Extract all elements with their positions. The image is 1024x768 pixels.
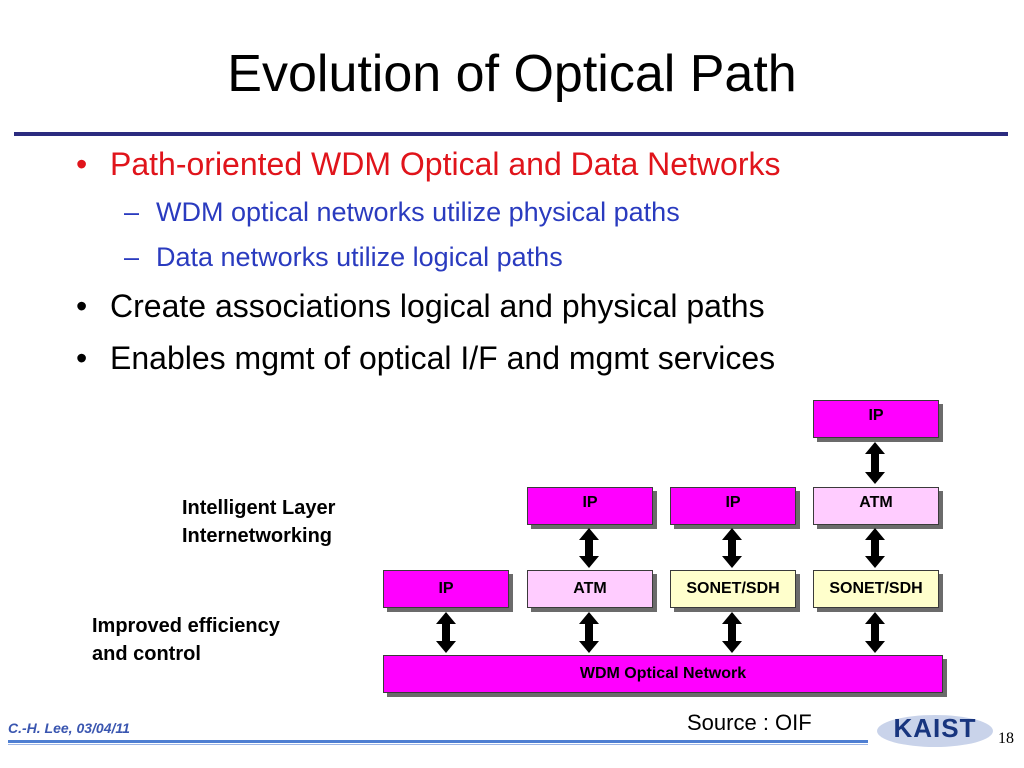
double-arrow-icon: [436, 612, 456, 653]
wdm-optical-network-box: WDM Optical Network: [383, 655, 943, 693]
bullet-text: Create associations logical and physical…: [110, 288, 765, 324]
col1-ip-box: IP: [383, 570, 509, 608]
intelligent-layer-line1: Intelligent Layer: [182, 497, 336, 519]
col3-top-ip-box: IP: [670, 487, 796, 525]
intelligent-layer-line2: Internetworking: [182, 525, 333, 547]
sub-bullet-text: Data networks utilize logical paths: [156, 242, 563, 272]
double-arrow-icon: [865, 528, 885, 568]
double-arrow-icon: [722, 612, 742, 653]
improved-efficiency-line1: Improved efficiency: [92, 615, 280, 637]
double-arrow-icon: [865, 442, 885, 484]
double-arrow-icon: [722, 528, 742, 568]
page-number: 18: [998, 730, 1014, 747]
title-divider: [14, 132, 1008, 136]
col4-atm-box: ATM: [813, 487, 939, 525]
source-credit: Source : OIF: [687, 710, 812, 735]
kaist-logo-text: KAIST: [894, 713, 977, 743]
bullet-text: Enables mgmt of optical I/F and mgmt ser…: [110, 340, 776, 376]
slide-title: Evolution of Optical Path: [227, 45, 797, 103]
improved-efficiency-label: Improved efficiency and control: [92, 612, 280, 668]
footer-rule: [8, 740, 868, 743]
footer-author: C.-H. Lee, 03/04/11: [8, 720, 130, 736]
col2-atm-box: ATM: [527, 570, 653, 608]
double-arrow-icon: [865, 612, 885, 653]
intelligent-layer-label: Intelligent Layer Internetworking: [182, 494, 335, 550]
sub-bullet-text: WDM optical networks utilize physical pa…: [156, 197, 680, 227]
col4-top-ip-box: IP: [813, 400, 939, 438]
double-arrow-icon: [579, 528, 599, 568]
col2-top-ip-box: IP: [527, 487, 653, 525]
double-arrow-icon: [579, 612, 599, 653]
sub-bullet-marker: –: [124, 242, 140, 272]
sub-bullet-marker: –: [124, 197, 140, 227]
kaist-logo: KAIST: [877, 713, 993, 747]
col3-sonet-box: SONET/SDH: [670, 570, 796, 608]
col4-sonet-box: SONET/SDH: [813, 570, 939, 608]
improved-efficiency-line2: and control: [92, 643, 201, 665]
bullet-marker: •: [76, 146, 88, 182]
bullet-marker: •: [76, 340, 88, 376]
footer-rule-thin: [8, 744, 868, 745]
bullet-marker: •: [76, 288, 88, 324]
bullet-text: Path-oriented WDM Optical and Data Netwo…: [110, 146, 781, 182]
